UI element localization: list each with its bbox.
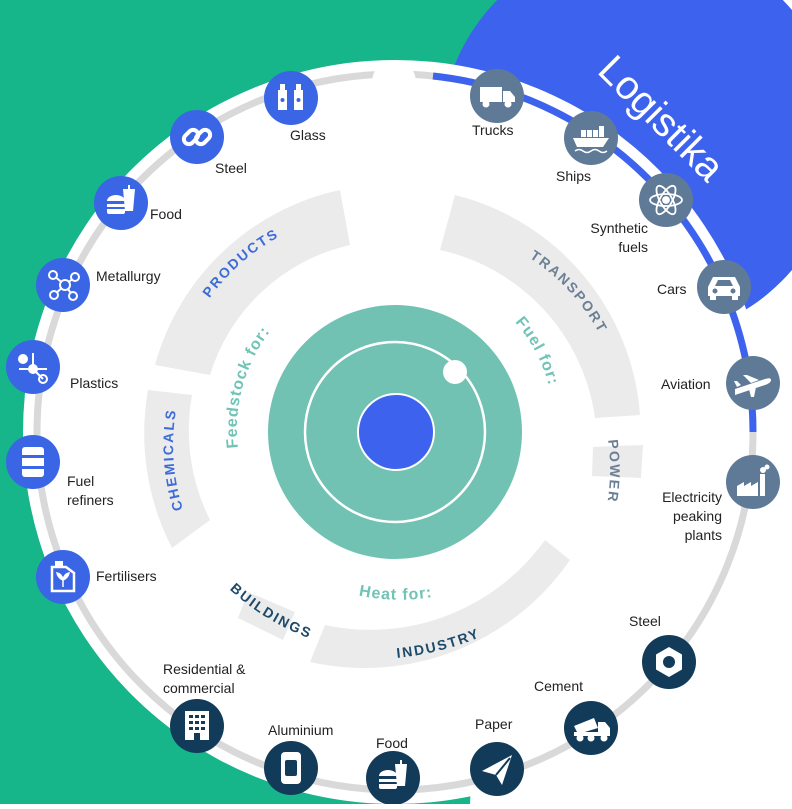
- paper-plane-icon: [482, 755, 512, 785]
- ship-icon: [573, 126, 609, 154]
- barrel-icon: [20, 447, 46, 477]
- cars-label: Cars: [657, 281, 687, 297]
- trucks-label: Trucks: [472, 122, 514, 138]
- center-blue-core: [357, 393, 435, 471]
- sector-chemicals: [144, 390, 210, 548]
- electricity-node[interactable]: [726, 455, 780, 509]
- cement-node[interactable]: [564, 701, 618, 755]
- cement-label: Cement: [534, 678, 584, 694]
- sector-power: [592, 445, 643, 478]
- chain-link-icon: [181, 127, 213, 147]
- truck-icon: [480, 87, 515, 108]
- center-orbit-ring: [303, 340, 487, 524]
- glass-label: Glass: [290, 127, 326, 143]
- steel-industry-node[interactable]: [642, 635, 696, 689]
- steel-feed-node[interactable]: [170, 110, 224, 164]
- orbit-dot: [443, 360, 467, 384]
- ring-top-knob: [372, 60, 416, 104]
- trucks-node[interactable]: [470, 69, 524, 123]
- heat-label: Heat for:: [358, 583, 434, 604]
- metallurgy-label: Metallurgy: [96, 268, 161, 284]
- airplane-icon: [734, 375, 771, 397]
- molecule-icon: [48, 270, 80, 301]
- food-industry-node[interactable]: [366, 751, 420, 805]
- building-icon: [185, 711, 209, 740]
- paper-node[interactable]: [470, 742, 524, 796]
- power-plant-icon: [737, 464, 770, 496]
- burger-drink-icon: [379, 760, 407, 789]
- aviation-label: Aviation: [661, 376, 711, 392]
- glass-node[interactable]: [264, 71, 318, 125]
- cars-node[interactable]: [697, 260, 751, 314]
- residential-node[interactable]: [170, 699, 224, 753]
- sector-products: [155, 190, 350, 375]
- fuel-refiners-node[interactable]: [6, 435, 60, 489]
- aluminium-label: Aluminium: [268, 722, 334, 738]
- food-industry-label: Food: [376, 735, 408, 751]
- sector-industry: [310, 540, 570, 668]
- hex-nut-icon: [656, 647, 682, 677]
- sector-power-label: POWER: [604, 439, 623, 505]
- paper-label: Paper: [475, 716, 513, 732]
- cement-mixer-icon: [574, 718, 610, 742]
- polymer-icon: [18, 353, 48, 384]
- plastics-label: Plastics: [70, 375, 119, 391]
- fertiliser-jerrycan-icon: [50, 561, 76, 593]
- can-icon: [281, 752, 301, 784]
- atom-icon: [649, 184, 683, 216]
- burger-drink-icon: [107, 185, 135, 214]
- ships-node[interactable]: [564, 111, 618, 165]
- fertilisers-label: Fertilisers: [96, 568, 157, 584]
- synthetic-fuels-node[interactable]: [639, 173, 693, 227]
- sector-transport: [440, 195, 640, 418]
- metallurgy-node[interactable]: [36, 258, 90, 312]
- aluminium-node[interactable]: [264, 741, 318, 795]
- car-icon: [708, 277, 740, 300]
- ships-label: Ships: [556, 168, 592, 184]
- plastics-node[interactable]: [6, 340, 60, 394]
- residential-label: Residential &commercial: [163, 661, 246, 696]
- food-feed-node[interactable]: [94, 176, 148, 230]
- fertilisers-node[interactable]: [36, 550, 90, 604]
- steel-industry-label: Steel: [629, 613, 661, 629]
- food-feed-label: Food: [150, 206, 182, 222]
- sector-buildings: [238, 592, 295, 640]
- aviation-node[interactable]: [726, 356, 780, 410]
- steel-feed-label: Steel: [215, 160, 247, 176]
- bottles-icon: [278, 84, 303, 110]
